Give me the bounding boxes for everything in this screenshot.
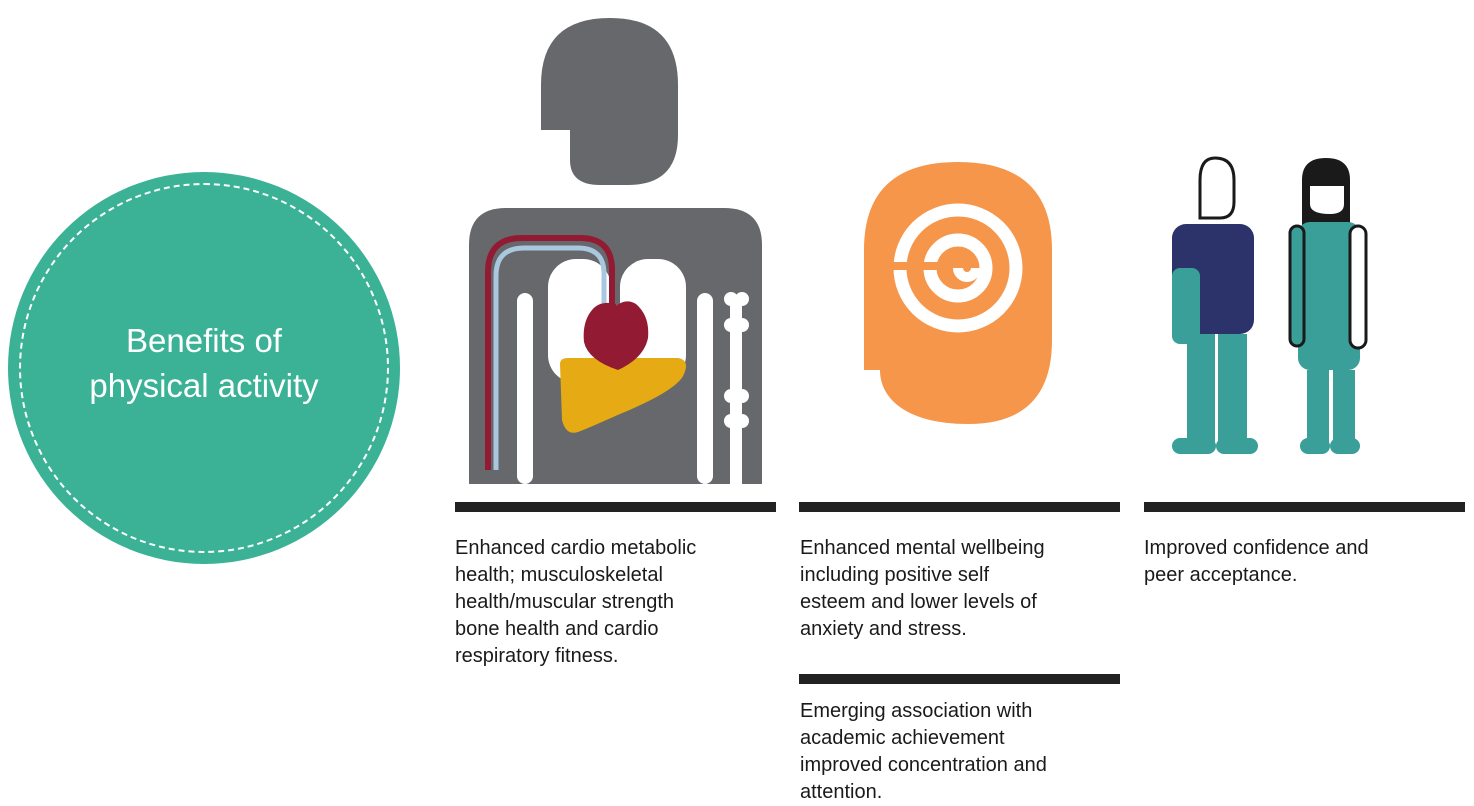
divider-rule-1 <box>455 502 776 512</box>
divider-rule-4 <box>799 674 1120 684</box>
caption-line: improved concentration and <box>800 754 1047 776</box>
caption-line: anxiety and stress. <box>800 618 967 640</box>
caption-line: Enhanced cardio metabolic <box>455 537 697 559</box>
benefit-caption-physical: Enhanced cardio metabolic health; muscul… <box>455 535 696 670</box>
dashed-ring <box>19 183 389 553</box>
caption-line: Improved confidence and <box>1144 537 1369 559</box>
caption-line: attention. <box>800 781 883 803</box>
divider-rule-3 <box>1144 502 1465 512</box>
caption-line: esteem and lower levels of <box>800 591 1037 613</box>
caption-line: including positive self <box>800 564 989 586</box>
divider-rule-2 <box>799 502 1120 512</box>
caption-line: respiratory fitness. <box>455 645 619 667</box>
title-circle <box>8 172 400 564</box>
diagram-title: Benefits of physical activity <box>8 318 400 408</box>
benefit-caption-mental: Enhanced mental wellbeing including posi… <box>800 535 1045 643</box>
caption-line: health; musculoskeletal <box>455 564 663 586</box>
benefit-caption-academic: Emerging association with academic achie… <box>800 698 1047 806</box>
title-line-2: physical activity <box>89 367 319 404</box>
caption-line: academic achievement <box>800 727 1005 749</box>
benefit-caption-social: Improved confidence and peer acceptance. <box>1144 535 1369 589</box>
title-line-1: Benefits of <box>126 322 282 359</box>
caption-line: bone health and cardio <box>455 618 659 640</box>
caption-line: peer acceptance. <box>1144 564 1298 586</box>
caption-line: health/muscular strength <box>455 591 675 613</box>
caption-line: Enhanced mental wellbeing <box>800 537 1045 559</box>
caption-line: Emerging association with <box>800 700 1033 722</box>
